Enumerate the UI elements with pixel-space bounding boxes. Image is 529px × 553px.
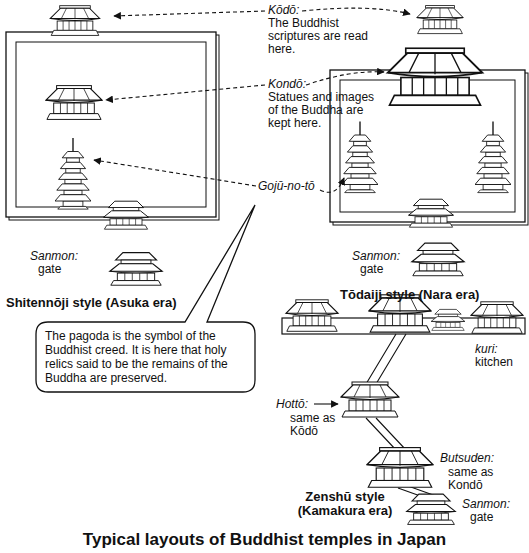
pagoda-building [55, 138, 91, 209]
sanmon-building [110, 253, 162, 286]
text-label: The Buddhist scriptures are read here. [268, 17, 380, 56]
pagoda-building [342, 122, 378, 193]
text-label: same as Kondō [448, 466, 518, 492]
text-label: gate [360, 263, 420, 276]
text-label: Shitennōji style (Asuka era) [6, 296, 256, 310]
leader-arrow [314, 403, 338, 404]
text-label: gate [470, 511, 520, 524]
speech-bubble: The pagoda is the symbol of the Buddhist… [36, 322, 255, 392]
inner-gate-building [104, 201, 149, 229]
text-label: Statues and images of the Buddha are kep… [268, 91, 376, 130]
text-label: same as Kōdō [290, 412, 345, 438]
leader-arrow [94, 160, 256, 186]
bubble-shape [36, 205, 255, 392]
inner-gate-building [409, 199, 454, 227]
zenshu-corridor [282, 318, 525, 498]
butsuden-building [367, 448, 433, 488]
leader-arrow [106, 85, 265, 100]
kodo-building [417, 6, 463, 34]
leader-arrow [114, 11, 265, 16]
text-label: kitchen [475, 356, 527, 369]
text-label: Sanmon: [352, 250, 432, 263]
kodo-building [50, 6, 99, 36]
kondo-building [388, 48, 482, 105]
text-label: Zenshū style (Kamakura era) [290, 490, 400, 518]
bubble-text: The pagoda is the symbol of the Buddhist… [45, 329, 246, 385]
text-label: gate [38, 263, 98, 276]
text-label: Kondō: [268, 78, 358, 91]
zenshu-side-building [286, 300, 338, 332]
text-label: Sanmon: [30, 250, 110, 263]
kondo-building [46, 86, 102, 120]
kuri-building [471, 302, 523, 334]
shitennoji-corridor [6, 32, 219, 220]
text-label: Kōdō: [268, 4, 358, 17]
leader-arrow [302, 8, 410, 14]
zenshu-side-building [431, 309, 465, 330]
text-label: kuri: [475, 343, 525, 356]
text-label: Hottō: [276, 398, 336, 411]
sanmon-building [407, 494, 456, 524]
leader-arrow [320, 178, 344, 192]
caption-text: Typical layouts of Buddhist temples in J… [0, 530, 529, 550]
text-label: Tōdaiji style (Nara era) [340, 288, 525, 302]
pagoda-building [475, 122, 511, 193]
sanmon-building [412, 243, 464, 276]
hotto-building [341, 382, 399, 417]
text-label: Gojū-no-tō [258, 180, 348, 193]
text-label: Sanmon: [462, 498, 528, 511]
text-label: Butsuden: [440, 452, 520, 465]
leader-arrow [306, 72, 384, 85]
